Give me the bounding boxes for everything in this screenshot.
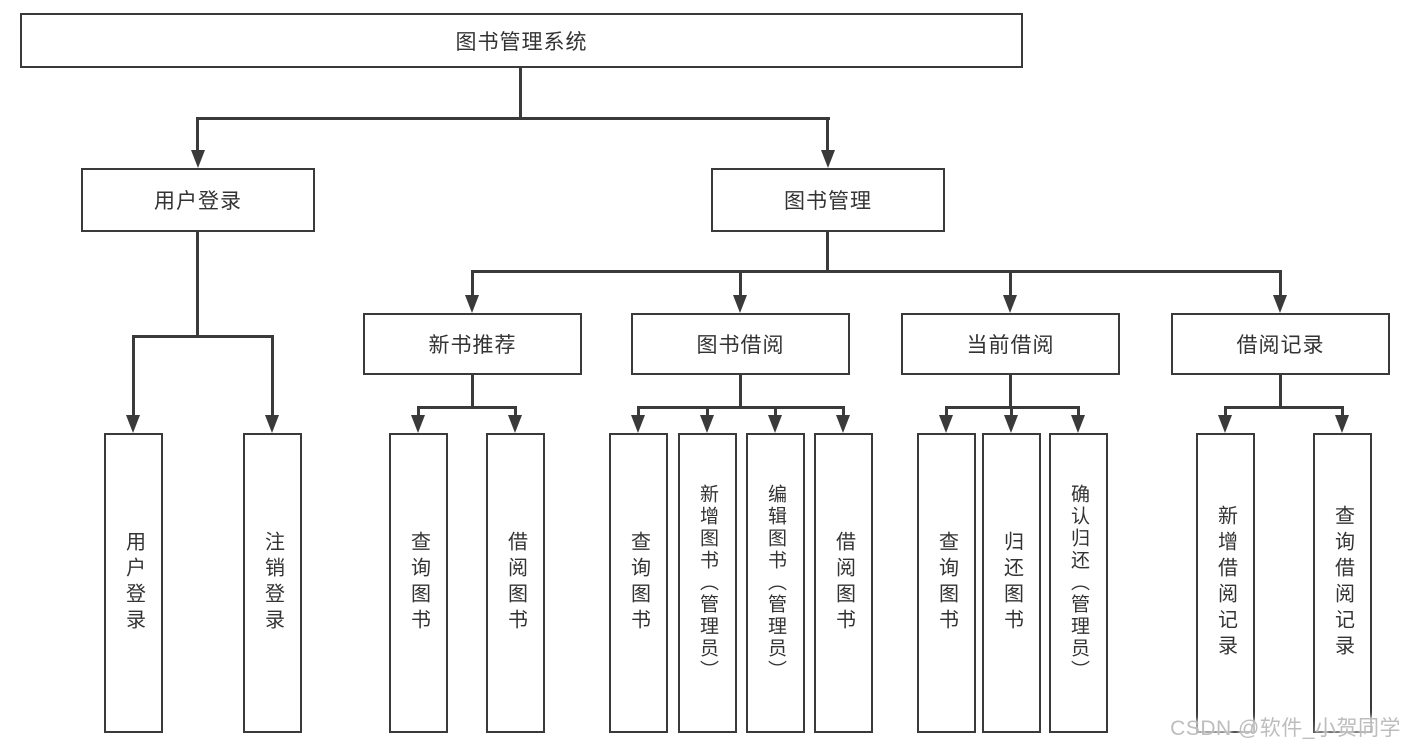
connector-leaf-stem: [706, 406, 709, 418]
connector-user-login-rail: [133, 335, 273, 338]
leaf-add-books-admin: 新增图书（管理员）: [678, 433, 737, 733]
connector-down: [471, 375, 474, 409]
node-label: 注销登录: [261, 531, 284, 635]
connector-leaf-stem: [774, 406, 777, 418]
node-book-borrowing: 图书借阅: [631, 313, 850, 375]
connector-leaf-stem: [514, 406, 517, 418]
connector-down: [1279, 375, 1282, 409]
connector-l3-stem: [1009, 270, 1012, 297]
node-label: 查询图书: [935, 531, 958, 635]
leaf-confirm-return-admin: 确认归还（管理员）: [1049, 433, 1108, 733]
connector-rail: [418, 406, 517, 409]
connector-leaf-stem: [271, 335, 274, 415]
connector-leaf-stem: [1341, 406, 1344, 418]
node-label: 归还图书: [1000, 531, 1023, 635]
node-label: 用户登录: [154, 190, 242, 213]
arrow-down-icon: [733, 295, 747, 313]
connector-book-mgmt-rail: [472, 270, 1282, 273]
arrow-down-icon: [1071, 415, 1085, 433]
leaf-edit-books-admin: 编辑图书（管理员）: [746, 433, 805, 733]
node-book-management: 图书管理: [711, 168, 945, 232]
leaf-logout: 注销登录: [243, 433, 302, 733]
connector-rail: [1225, 406, 1344, 409]
connector-leaf-stem: [637, 406, 640, 418]
node-library-management-system: 图书管理系统: [20, 13, 1023, 68]
connector-l3-stem: [739, 270, 742, 297]
connector-root-stem: [519, 68, 522, 118]
node-label: 图书管理: [784, 190, 872, 213]
arrow-down-icon: [411, 415, 425, 433]
leaf-return-books: 归还图书: [982, 433, 1041, 733]
node-label: 借阅图书: [504, 531, 527, 635]
connector-leaf-stem: [945, 406, 948, 418]
node-label: 查询图书: [627, 531, 650, 635]
arrow-down-icon: [939, 415, 953, 433]
node-label: 用户登录: [122, 531, 145, 635]
arrow-down-icon: [700, 415, 714, 433]
leaf-query-borrow-record: 查询借阅记录: [1313, 433, 1372, 733]
node-label: 图书借阅: [696, 334, 785, 357]
arrow-down-icon: [821, 150, 835, 168]
leaf-borrow-books-borrowing: 借阅图书: [814, 433, 873, 733]
arrow-down-icon: [631, 415, 645, 433]
node-label: 图书管理系统: [455, 30, 588, 54]
node-label: 查询图书: [407, 531, 430, 635]
arrow-down-icon: [126, 415, 140, 433]
node-borrowing-records: 借阅记录: [1171, 313, 1390, 375]
arrow-down-icon: [265, 415, 279, 433]
connector-l3-stem: [1279, 270, 1282, 297]
node-label: 新增图书（管理员）: [697, 484, 718, 682]
node-label: 新增借阅记录: [1214, 505, 1237, 661]
node-label: 新书推荐: [428, 334, 517, 357]
node-label: 借阅记录: [1236, 334, 1325, 357]
connector-leaf-stem: [1224, 406, 1227, 418]
node-label: 查询借阅记录: [1331, 505, 1354, 661]
connector-rail: [638, 406, 845, 409]
connector-down: [739, 375, 742, 409]
arrow-down-icon: [1335, 415, 1349, 433]
arrow-down-icon: [1218, 415, 1232, 433]
node-label: 当前借阅: [966, 334, 1055, 357]
connector-leaf-stem: [417, 406, 420, 418]
connector-leaf-stem: [132, 335, 135, 415]
arrow-down-icon: [1273, 295, 1287, 313]
arrow-down-icon: [465, 295, 479, 313]
connector-leaf-stem: [1077, 406, 1080, 418]
node-label: 确认归还（管理员）: [1068, 484, 1089, 682]
connector-leaf-stem: [842, 406, 845, 418]
arrow-down-icon: [1003, 295, 1017, 313]
leaf-query-books-current: 查询图书: [917, 433, 976, 733]
connector-book-mgmt-down: [826, 232, 829, 273]
arrow-down-icon: [836, 415, 850, 433]
connector-user-login-down: [196, 232, 199, 337]
node-label: 编辑图书（管理员）: [765, 484, 786, 682]
arrow-down-icon: [768, 415, 782, 433]
node-user-login: 用户登录: [81, 168, 315, 232]
node-label: 借阅图书: [832, 531, 855, 635]
arrow-down-icon: [1004, 415, 1018, 433]
connector-book-mgmt-stem: [826, 117, 829, 151]
leaf-add-borrow-record: 新增借阅记录: [1196, 433, 1255, 733]
leaf-query-books-recommend: 查询图书: [389, 433, 448, 733]
connector-down: [1009, 375, 1012, 409]
connector-l3-stem: [471, 270, 474, 297]
leaf-user-login: 用户登录: [104, 433, 163, 733]
node-new-book-recommend: 新书推荐: [363, 313, 582, 375]
connector-root-rail: [197, 117, 830, 120]
arrow-down-icon: [191, 150, 205, 168]
leaf-query-books-borrowing: 查询图书: [609, 433, 668, 733]
connector-rail: [946, 406, 1080, 409]
leaf-borrow-books-recommend: 借阅图书: [486, 433, 545, 733]
arrow-down-icon: [508, 415, 522, 433]
connector-leaf-stem: [1010, 406, 1013, 418]
node-current-borrowing: 当前借阅: [901, 313, 1120, 375]
connector-user-login-stem: [196, 117, 199, 151]
